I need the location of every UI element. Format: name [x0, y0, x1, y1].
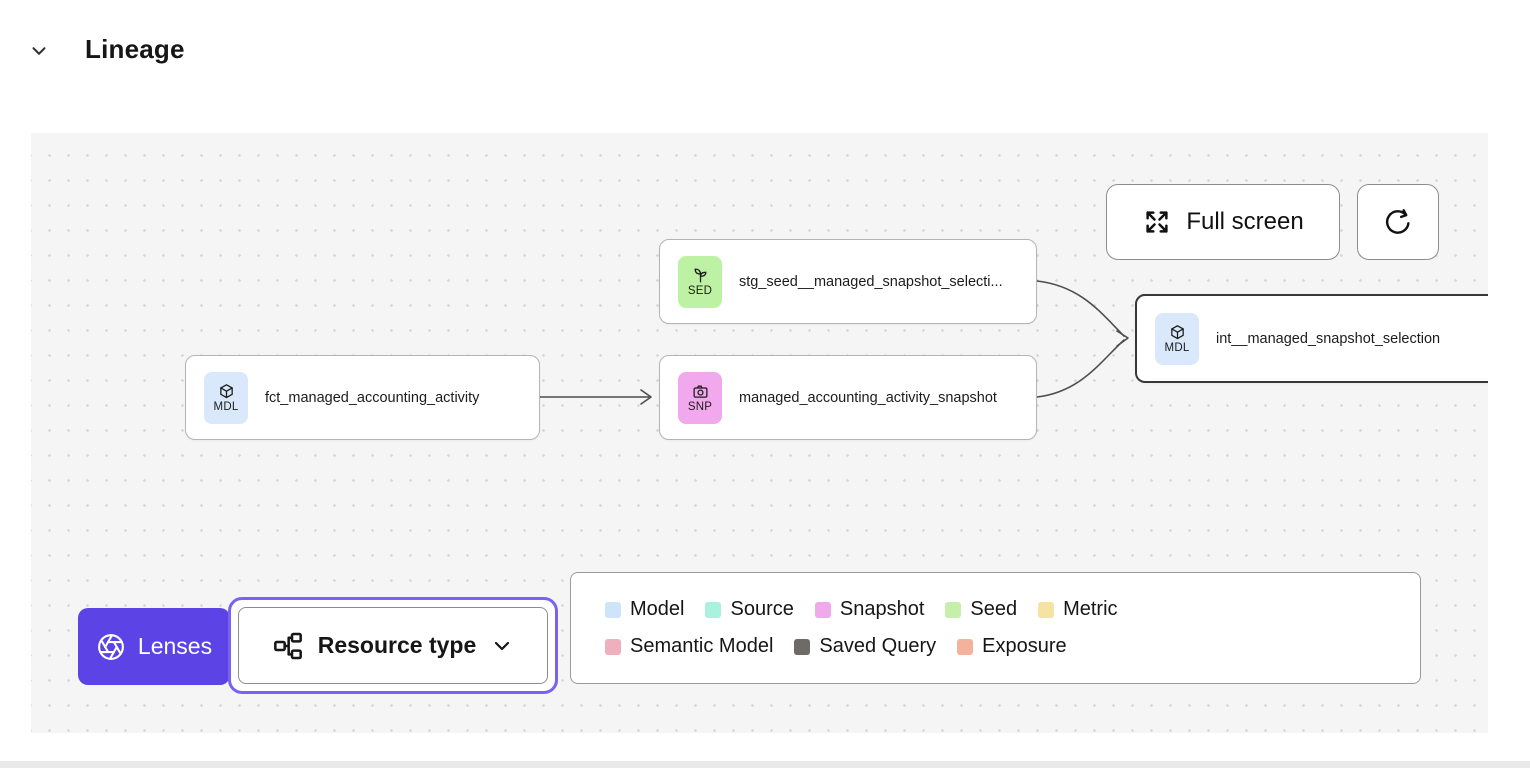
aperture-icon	[96, 632, 126, 662]
lenses-button[interactable]: Lenses	[78, 608, 230, 685]
legend-item-metric: Metric	[1038, 598, 1118, 621]
node-label: fct_managed_accounting_activity	[265, 389, 480, 406]
source-swatch	[705, 601, 722, 618]
legend-item-model: Model	[605, 598, 684, 621]
seedling-icon	[692, 267, 709, 284]
node-seed[interactable]: SED stg_seed__managed_snapshot_selecti..…	[659, 239, 1037, 324]
legend-item-semantic-model: Semantic Model	[605, 635, 773, 658]
resource-graph-icon	[272, 630, 304, 662]
chevron-down-icon	[490, 634, 514, 658]
node-model-int[interactable]: MDL int__managed_snapshot_selection	[1135, 294, 1488, 383]
lineage-canvas[interactable]: Full screen SED	[31, 133, 1488, 733]
legend-row-2: Semantic Model Saved Query Exposure	[605, 635, 1420, 658]
resource-type-dropdown[interactable]: Resource type	[238, 607, 548, 684]
expand-icon	[1142, 207, 1172, 237]
refresh-button[interactable]	[1357, 184, 1439, 260]
badge-label: MDL	[213, 400, 239, 413]
legend-item-saved-query: Saved Query	[794, 635, 936, 658]
lineage-edges	[539, 280, 1129, 405]
node-label: int__managed_snapshot_selection	[1216, 330, 1441, 347]
saved-query-swatch	[794, 638, 811, 655]
model-badge: MDL	[204, 371, 248, 424]
refresh-icon	[1382, 206, 1414, 238]
metric-swatch	[1038, 601, 1055, 618]
page-title: Lineage	[85, 34, 185, 64]
semantic-model-swatch	[605, 638, 621, 655]
full-screen-label: Full screen	[1186, 208, 1304, 235]
legend: Model Source Snapshot Seed Metric	[570, 572, 1421, 684]
lenses-label: Lenses	[137, 633, 213, 659]
node-model-fct[interactable]: MDL fct_managed_accounting_activity	[185, 355, 540, 440]
badge-label: SNP	[687, 400, 713, 413]
badge-label: SED	[687, 284, 713, 297]
cube-icon	[218, 383, 235, 400]
lineage-header: Lineage	[0, 0, 1530, 100]
legend-item-seed: Seed	[945, 598, 1017, 621]
legend-row-1: Model Source Snapshot Seed Metric	[605, 598, 1420, 621]
seed-badge: SED	[678, 255, 722, 308]
legend-item-exposure: Exposure	[957, 635, 1067, 658]
badge-label: MDL	[1164, 341, 1190, 354]
collapse-chevron-icon[interactable]	[26, 38, 52, 64]
model-swatch	[605, 601, 621, 618]
node-label: stg_seed__managed_snapshot_selecti...	[739, 273, 1003, 290]
bottom-divider	[0, 761, 1530, 768]
full-screen-button[interactable]: Full screen	[1106, 184, 1340, 260]
node-label: managed_accounting_activity_snapshot	[739, 389, 997, 406]
model-badge: MDL	[1155, 312, 1199, 365]
legend-item-source: Source	[705, 598, 794, 621]
snapshot-badge: SNP	[678, 371, 722, 424]
legend-item-snapshot: Snapshot	[814, 598, 924, 621]
exposure-swatch	[957, 638, 974, 655]
node-snapshot[interactable]: SNP managed_accounting_activity_snapshot	[659, 355, 1037, 440]
resource-type-label: Resource type	[317, 632, 477, 658]
snapshot-swatch	[814, 601, 831, 618]
camera-icon	[692, 383, 709, 400]
cube-icon	[1169, 324, 1186, 341]
seed-swatch	[945, 601, 962, 618]
